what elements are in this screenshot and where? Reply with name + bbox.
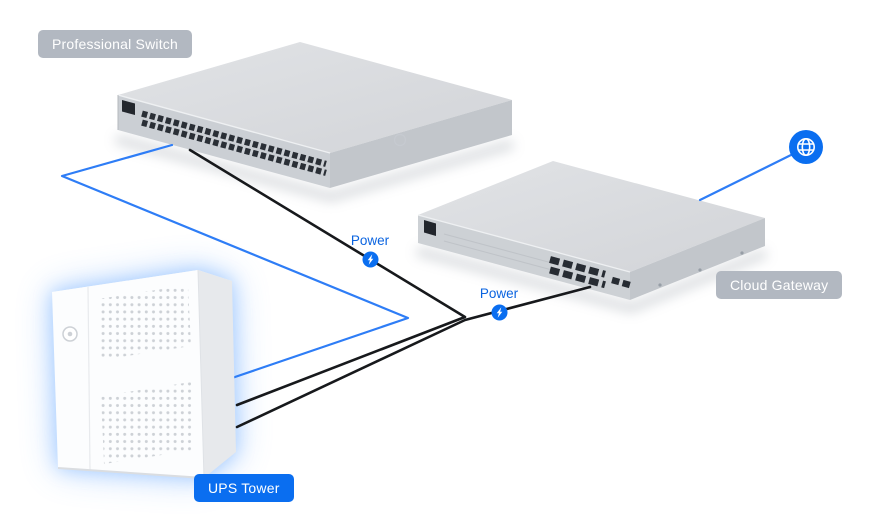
switch-right-face — [330, 100, 512, 188]
power-line-ups-to-gateway — [235, 285, 592, 429]
globe-icon — [789, 130, 823, 164]
gateway-bay-seams — [443, 233, 553, 271]
power-bolt-icon — [362, 251, 378, 268]
ups-tower-label-text: UPS Tower — [208, 480, 280, 496]
cloud-gateway-label: Cloud Gateway — [716, 271, 843, 299]
internet-line-globe-to-gateway — [698, 153, 793, 202]
gateway-top-face — [418, 161, 765, 272]
power-node-2-label: Power — [479, 286, 519, 301]
ups-front-seam — [87, 286, 91, 471]
gateway-ethernet-ports — [549, 256, 606, 289]
switch-front-face — [118, 95, 330, 188]
network-line-switch-to-ups — [60, 143, 410, 380]
switch-top-face — [118, 42, 512, 153]
professional-switch-label-text: Professional Switch — [52, 36, 178, 52]
professional-switch-device — [117, 42, 512, 188]
ups-tower-label: UPS Tower — [194, 474, 294, 502]
gateway-sfp-ports — [611, 276, 631, 289]
power-bolt-icon — [491, 304, 507, 321]
ups-power-button — [62, 326, 78, 342]
gateway-screws — [658, 251, 744, 287]
switch-ethernet-ports — [141, 110, 327, 176]
professional-switch-label: Professional Switch — [38, 30, 192, 58]
ups-vent-upper — [98, 285, 191, 360]
power-node-1-label: Power — [350, 233, 390, 248]
power-line-ups-to-switch — [188, 148, 467, 407]
cloud-gateway-label-text: Cloud Gateway — [730, 277, 829, 293]
ups-tower-device — [52, 269, 236, 479]
ups-vent-lower — [101, 382, 194, 464]
switch-logo-mark — [393, 133, 407, 147]
cloud-gateway-device — [417, 161, 765, 300]
gateway-display — [424, 220, 436, 236]
switch-shadow — [114, 134, 515, 202]
power-node-2: Power — [469, 286, 529, 321]
gateway-right-face — [630, 218, 765, 300]
power-node-1: Power — [340, 233, 400, 268]
switch-power-inlet — [122, 100, 135, 115]
connection-lines — [60, 143, 793, 429]
ups-right-face — [198, 270, 236, 478]
